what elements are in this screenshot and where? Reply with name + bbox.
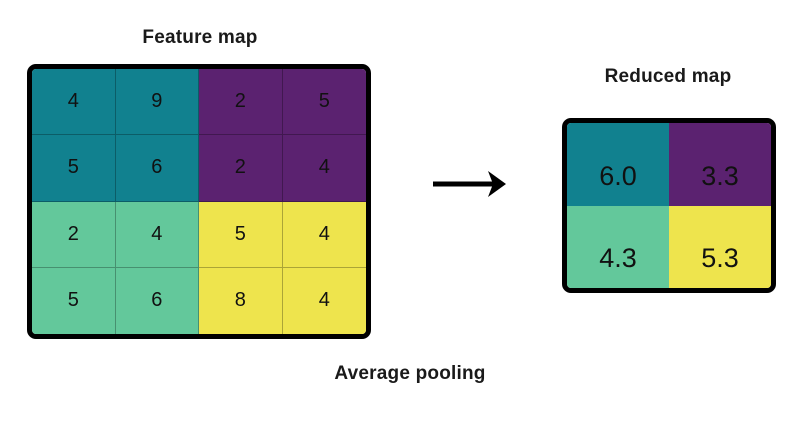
feature-cell-r1c3: 4 <box>282 135 366 202</box>
feature-cell-r3c2: 8 <box>199 267 283 334</box>
feature-cell-r2c2: 5 <box>199 201 283 268</box>
operation-caption: Average pooling <box>334 363 486 384</box>
feature-cell-r1c1: 6 <box>115 135 199 202</box>
feature-cell-r0c1: 9 <box>115 69 199 136</box>
feature-map-title: Feature map <box>142 27 258 48</box>
feature-cell-r3c1: 6 <box>115 267 199 334</box>
right-arrow-icon <box>433 171 506 197</box>
feature-cell-r2c1: 4 <box>115 201 199 268</box>
feature-cell-r3c3: 4 <box>282 267 366 334</box>
reduced-map-title: Reduced map <box>604 66 732 87</box>
reduced-map-grid: 6.0 3.3 4.3 5.3 <box>562 118 776 293</box>
reduced-cell-r0c0: 6.0 <box>567 123 669 206</box>
reduced-cell-r1c0: 4.3 <box>567 205 669 288</box>
feature-map-grid: 4 9 2 5 5 6 2 4 2 4 5 4 5 6 8 4 <box>27 64 371 339</box>
feature-cell-r0c3: 5 <box>282 69 366 136</box>
feature-cell-r0c2: 2 <box>199 69 283 136</box>
feature-cell-r1c2: 2 <box>199 135 283 202</box>
feature-cell-r2c3: 4 <box>282 201 366 268</box>
feature-cell-r3c0: 5 <box>32 267 116 334</box>
reduced-cell-r1c1: 5.3 <box>669 205 771 288</box>
reduced-cell-r0c1: 3.3 <box>669 123 771 206</box>
feature-cell-r0c0: 4 <box>32 69 116 136</box>
feature-cell-r1c0: 5 <box>32 135 116 202</box>
feature-cell-r2c0: 2 <box>32 201 116 268</box>
